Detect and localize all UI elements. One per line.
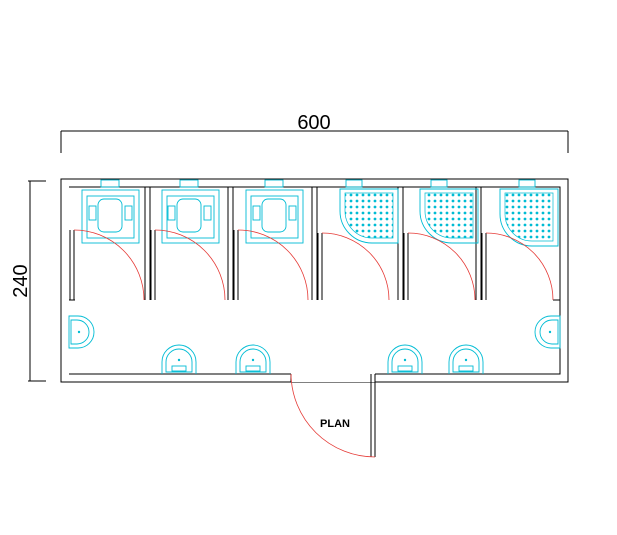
shower-tray-3: [499, 179, 559, 247]
wall-washbasin-left: [68, 315, 95, 349]
shower-tray-1: [339, 179, 399, 244]
vanity-washbasin-1: [161, 344, 197, 374]
stall-door-5: [403, 232, 476, 301]
width-dimension: 600: [60, 112, 569, 153]
toilet-2: [161, 179, 220, 244]
stall-door-1: [69, 229, 145, 301]
shower-tray-2: [419, 179, 479, 244]
stall-door-6: [481, 232, 554, 301]
vanity-washbasin-4: [448, 344, 484, 374]
vanity-washbasin-3: [387, 344, 423, 374]
plan-label: PLAN: [320, 418, 350, 430]
entrance-door: [290, 373, 376, 458]
stall-door-4: [317, 232, 390, 301]
stall-door-2: [150, 229, 226, 301]
height-dimension-label: 240: [10, 264, 32, 297]
toilet-3: [245, 179, 304, 244]
outer-walls: [60, 178, 569, 383]
stall-door-3: [233, 229, 309, 301]
height-dimension: 240: [10, 180, 46, 382]
wall-washbasin-right: [534, 315, 561, 349]
vanity-washbasin-2: [235, 344, 271, 374]
toilet-1: [81, 179, 140, 244]
width-dimension-label: 600: [297, 112, 330, 134]
